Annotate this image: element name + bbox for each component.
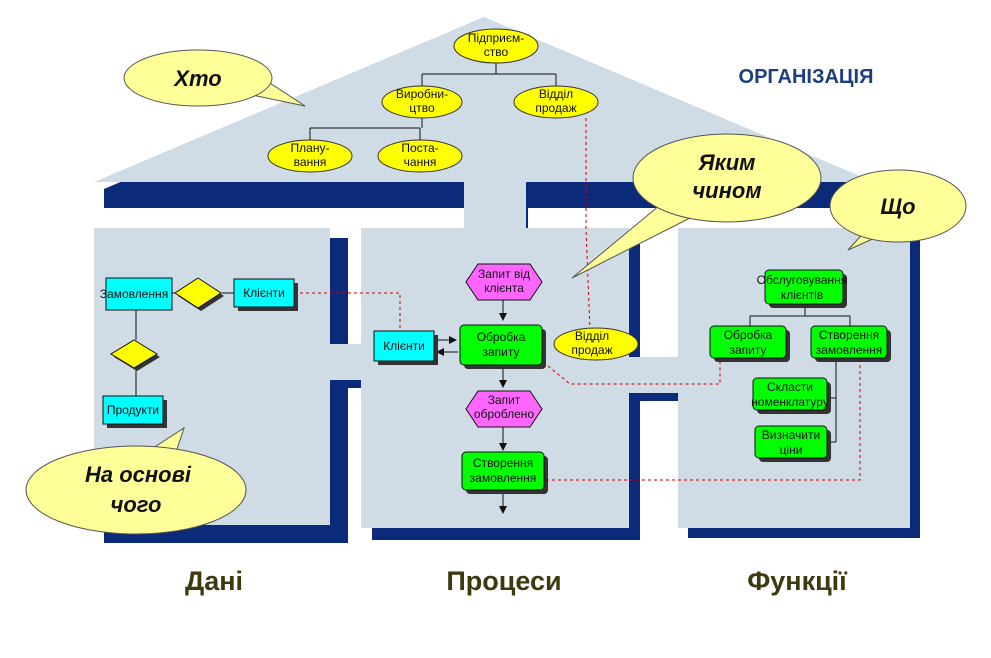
svg-text:Обробка: Обробка (724, 328, 773, 342)
svg-text:Запит від: Запит від (478, 267, 530, 281)
svg-text:цтво: цтво (409, 101, 435, 115)
svg-text:Підприєм-: Підприєм- (468, 31, 525, 45)
process-section: Запит від клієнта Обробка запиту Клієнти… (373, 263, 639, 514)
data-entity-products: Продукти (102, 395, 167, 428)
function-prices: Визначити ціни (754, 425, 831, 462)
svg-text:Створення: Створення (819, 328, 879, 342)
svg-text:Виробни-: Виробни- (396, 87, 448, 101)
svg-text:Запит: Запит (488, 393, 521, 407)
svg-text:номенклатуру: номенклатуру (751, 395, 829, 409)
svg-text:продаж: продаж (571, 343, 612, 357)
process-step-create-order: Створення замовлення (461, 451, 548, 494)
org-node-planning: Плану- вання (267, 139, 353, 173)
function-create-order: Створення замовлення (810, 325, 891, 362)
svg-text:Поста-: Поста- (401, 141, 438, 155)
process-entity-clients: Клієнти (373, 330, 438, 365)
svg-text:запиту: запиту (729, 343, 766, 357)
org-node-enterprise: Підприєм- ство (453, 28, 539, 64)
svg-text:Хто: Хто (172, 66, 221, 91)
callout-basis: На основі чого (25, 426, 247, 535)
svg-text:чання: чання (404, 155, 437, 169)
svg-text:клієнта: клієнта (484, 281, 524, 295)
data-section: Замовлення Клієнти Продукти (100, 277, 298, 428)
process-org-sales: Відділ продаж (553, 327, 639, 361)
function-nomenclature: Скласти номенклатуру (751, 377, 831, 414)
svg-text:чином: чином (692, 178, 761, 203)
functions-section: Обслуговування клієнтів Обробка запиту С… (709, 269, 891, 462)
callout-how: Яким чином (571, 133, 822, 279)
org-node-supply: Поста- чання (377, 139, 463, 173)
svg-text:замовлення: замовлення (470, 471, 537, 485)
svg-text:продаж: продаж (535, 101, 576, 115)
svg-text:ство: ство (484, 45, 509, 59)
svg-text:клієнтів: клієнтів (781, 288, 823, 302)
svg-text:оброблено: оброблено (474, 407, 535, 421)
callout-what: Що (829, 169, 967, 251)
org-node-sales: Відділ продаж (513, 85, 599, 119)
organization-title: ОРГАНІЗАЦІЯ (739, 66, 874, 88)
svg-text:Обробка: Обробка (477, 330, 526, 344)
org-node-production: Виробни- цтво (381, 85, 463, 119)
svg-text:замовлення: замовлення (816, 343, 883, 357)
data-relation-diamond-2 (110, 339, 160, 371)
data-order-label: Замовлення (100, 277, 173, 311)
process-event-processed: Запит оброблено (465, 390, 543, 428)
svg-text:Обслуговування: Обслуговування (757, 273, 848, 287)
svg-text:Яким: Яким (698, 150, 756, 175)
caption-functions: Функції (747, 566, 848, 596)
callout-who: Хто (123, 49, 306, 107)
data-entity-clients: Клієнти (233, 278, 298, 311)
svg-text:На основі: На основі (85, 462, 192, 487)
dashed-links (294, 118, 861, 481)
svg-text:Відділ: Відділ (575, 329, 609, 343)
svg-text:чого: чого (111, 492, 162, 517)
process-event-request: Запит від клієнта (465, 263, 543, 301)
svg-text:ціни: ціни (780, 443, 803, 457)
svg-text:вання: вання (294, 155, 327, 169)
svg-text:Відділ: Відділ (539, 87, 573, 101)
caption-processes: Процеси (446, 566, 561, 596)
caption-data: Дані (185, 566, 243, 596)
svg-text:Замовлення: Замовлення (100, 287, 168, 301)
svg-text:Що: Що (880, 194, 915, 219)
data-relation-diamond-1 (174, 277, 224, 311)
svg-text:Створення: Створення (473, 456, 533, 470)
org-chart-connectors (309, 62, 557, 140)
svg-text:Скласти: Скласти (767, 380, 813, 394)
function-processing: Обробка запиту (709, 325, 790, 362)
svg-text:Клієнти: Клієнти (383, 339, 425, 353)
svg-text:Клієнти: Клієнти (243, 286, 285, 300)
svg-text:Визначити: Визначити (762, 428, 820, 442)
svg-text:Плану-: Плану- (291, 141, 330, 155)
svg-text:Продукти: Продукти (107, 403, 159, 417)
svg-text:запиту: запиту (482, 345, 519, 359)
function-service-clients: Обслуговування клієнтів (757, 269, 848, 308)
process-step-processing: Обробка запиту (459, 324, 546, 369)
